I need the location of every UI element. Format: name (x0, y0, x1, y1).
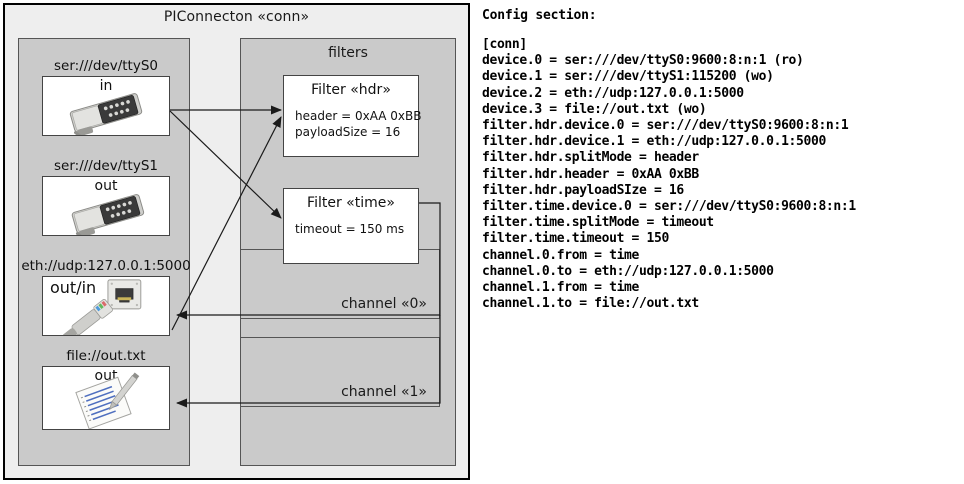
filter-hdr-props: header = 0xAA 0xBB payloadSize = 16 (295, 109, 422, 139)
channel-0-label: channel «0» (341, 296, 427, 312)
channel-1-panel: channel «1» (240, 337, 440, 407)
filter-time-title: Filter «time» (307, 195, 395, 211)
filter-time-props: timeout = 150 ms (295, 222, 405, 236)
ethernet-jack-icon (62, 279, 142, 335)
filter-hdr-title: Filter «hdr» (311, 82, 391, 98)
serial-port-icon (71, 194, 145, 235)
device-eth-direction: out/in (50, 278, 97, 297)
device-file-box: out (42, 366, 170, 430)
filters-panel-title: filters (328, 45, 368, 61)
text-document-icon (75, 372, 140, 429)
device-ttys1-label: ser:///dev/ttyS1 (54, 158, 158, 174)
serial-port-icon (69, 93, 143, 135)
device-ttys0-label: ser:///dev/ttyS0 (54, 58, 158, 74)
channel-1-label: channel «1» (341, 384, 427, 400)
filter-node-time[interactable]: Filter «time» timeout = 150 ms (283, 188, 419, 264)
device-eth-label: eth://udp:127.0.0.1:5000 (21, 258, 191, 274)
config-heading: Config section: (482, 8, 597, 23)
device-ttys0-box: in (42, 76, 170, 136)
component-title: PIConnecton «conn» (163, 9, 310, 25)
device-file-label: file://out.txt (66, 348, 146, 364)
filter-node-hdr[interactable]: Filter «hdr» header = 0xAA 0xBB payloadS… (283, 75, 422, 157)
device-ttys0-direction: in (99, 78, 113, 94)
device-eth-box: out/in (42, 276, 170, 336)
config-section: Config section: [conn] device.0 = ser://… (482, 8, 960, 312)
device-ttys1-box: out (42, 176, 170, 236)
device-ttys1-direction: out (94, 178, 118, 194)
config-text: [conn] device.0 = ser:///dev/ttyS0:9600:… (482, 37, 856, 312)
